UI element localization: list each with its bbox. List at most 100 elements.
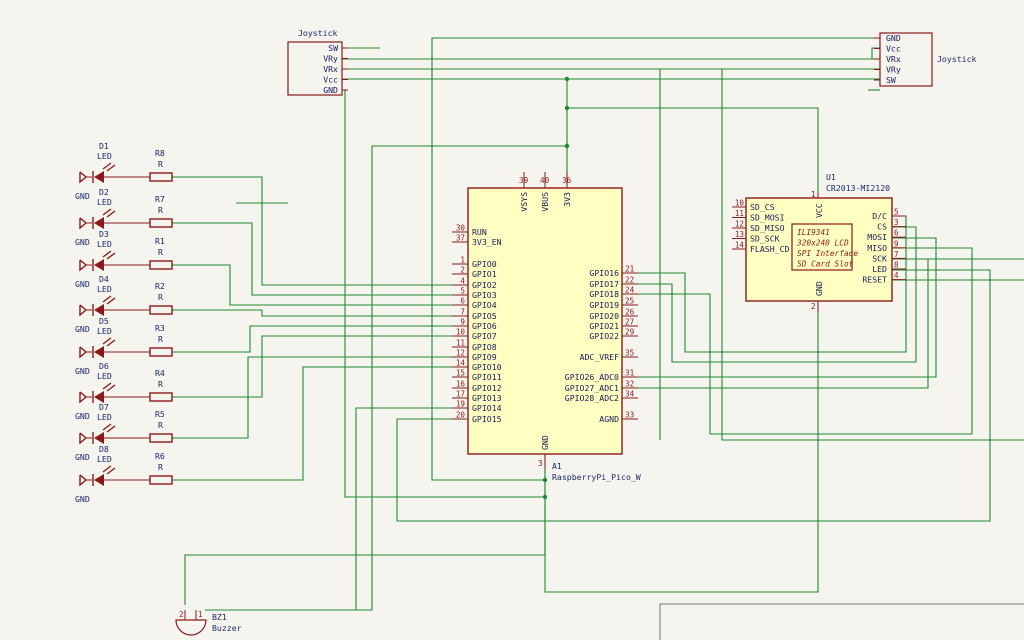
lcd-pin-vcc: VCC <box>814 203 824 218</box>
lcd-pin-num: 10 <box>735 199 745 208</box>
lcd-inner-line: SPI Interface <box>797 249 858 258</box>
pico-pin-gpio5: GPIO5 <box>472 311 497 321</box>
buzzer-body <box>175 619 207 636</box>
pico-pin-num: 25 <box>625 297 634 306</box>
pico-pin-num: 19 <box>456 400 466 409</box>
led-diode <box>94 474 104 486</box>
pico-pin-gpio21: GPIO21 <box>589 321 619 331</box>
joystick-right-pin-gnd: GND <box>886 33 901 43</box>
pico-pin-num: 32 <box>625 380 634 389</box>
led-value: LED <box>97 284 112 294</box>
pico-pin-gpio1: GPIO1 <box>472 269 497 279</box>
resistor-value: R <box>158 462 163 472</box>
pico-pin-gpio9: GPIO9 <box>472 352 497 362</box>
pico-pin-num: 12 <box>456 349 465 358</box>
resistor-value: R <box>158 159 163 169</box>
resistor-ref: R6 <box>155 451 165 461</box>
led-ref: D7 <box>99 402 109 412</box>
pico-pin-num: 6 <box>460 297 465 306</box>
pico-pin-num: 21 <box>625 265 635 274</box>
lcd-pin-num: 14 <box>735 241 745 250</box>
pico-pin-num: 14 <box>456 359 466 368</box>
buzzer-pin-2: 2 <box>179 610 184 619</box>
pico-pin-num: 37 <box>456 234 465 243</box>
junctions <box>542 76 570 500</box>
lcd-pin-sd_mosi: SD_MOSI <box>750 213 785 223</box>
pico-pin-vsys: VSYS <box>519 192 529 212</box>
pico-pin-num: 3 <box>538 459 543 468</box>
pico-pin-num: 5 <box>460 287 465 296</box>
pico-pin-gpio12: GPIO12 <box>472 383 502 393</box>
pico-pin-3v3_en: 3V3_EN <box>472 237 502 247</box>
lcd-pin-num: 12 <box>735 220 744 229</box>
sheet-border <box>659 603 1024 640</box>
pico-pin-gpio3: GPIO3 <box>472 290 497 300</box>
pico-pin-gpio10: GPIO10 <box>472 362 502 372</box>
joystick-right-title: Joystick <box>937 54 977 64</box>
pico-pin-num: 22 <box>625 276 634 285</box>
pico-pin-num: 27 <box>625 318 634 327</box>
pico-pin-num: 15 <box>456 369 465 378</box>
joystick-right-pin-vcc: Vcc <box>886 44 901 54</box>
pico-pin-num: 10 <box>456 328 466 337</box>
gnd-label: GND <box>75 324 90 334</box>
lcd-pin-dc: D/C <box>872 211 887 221</box>
lcd-pin-num: 3 <box>894 218 899 227</box>
gnd-label: GND <box>75 452 90 462</box>
pico-pin-num: 30 <box>456 224 466 233</box>
pico-pin-gpio15: GPIO15 <box>472 414 502 424</box>
lcd-ref: U1 <box>826 172 836 182</box>
pico-pin-vbus: VBUS <box>540 192 550 212</box>
led-ref: D3 <box>99 229 109 239</box>
lcd-pin-mosi: MOSI <box>867 232 887 242</box>
joystick-left-pin-vcc: Vcc <box>323 75 338 85</box>
led-value: LED <box>97 239 112 249</box>
resistor-ref: R1 <box>155 236 165 246</box>
lcd-pin-reset: RESET <box>862 275 887 285</box>
gnd-label: GND <box>75 411 90 421</box>
led-diode <box>94 346 104 358</box>
resistor-ref: R4 <box>155 368 165 378</box>
pico-pin-gpio13: GPIO13 <box>472 393 502 403</box>
pico-pin-gpio6: GPIO6 <box>472 321 497 331</box>
resistor-ref: R3 <box>155 323 165 333</box>
resistor-ref: R2 <box>155 281 165 291</box>
pico-pin-gpio20: GPIO20 <box>589 311 619 321</box>
pico-pin-num: 4 <box>460 277 465 286</box>
led-ref: D4 <box>99 274 109 284</box>
lcd-inner-line: 320x240 LCD <box>796 239 849 248</box>
joystick-right-pin-vry: VRy <box>886 65 901 75</box>
lcd-inner-box <box>791 223 853 271</box>
lcd-inner-line: SD Card Slot <box>797 260 854 269</box>
resistor-value: R <box>158 247 163 257</box>
pico-body <box>467 187 623 455</box>
pico-pin-gpio17: GPIO17 <box>589 279 619 289</box>
resistor-ref: R8 <box>155 148 165 158</box>
led-ref: D1 <box>99 141 109 151</box>
pico-pin-num: 9 <box>460 318 465 327</box>
led-diode <box>94 217 104 229</box>
lcd-pin-flash_cd: FLASH_CD <box>750 244 790 254</box>
resistor-value: R <box>158 292 163 302</box>
buzzer-value: Buzzer <box>212 623 242 633</box>
lcd-pin-num: 7 <box>894 250 899 259</box>
lcd-pin-sd_sck: SD_SCK <box>750 234 780 244</box>
pico-pin-gnd: GND <box>540 435 550 450</box>
led-diode <box>94 171 104 183</box>
buzzer-symbol[interactable]: 2 1 BZ1 Buzzer <box>175 610 242 636</box>
pico-pin-gpio0: GPIO0 <box>472 259 497 269</box>
led-diode <box>94 391 104 403</box>
